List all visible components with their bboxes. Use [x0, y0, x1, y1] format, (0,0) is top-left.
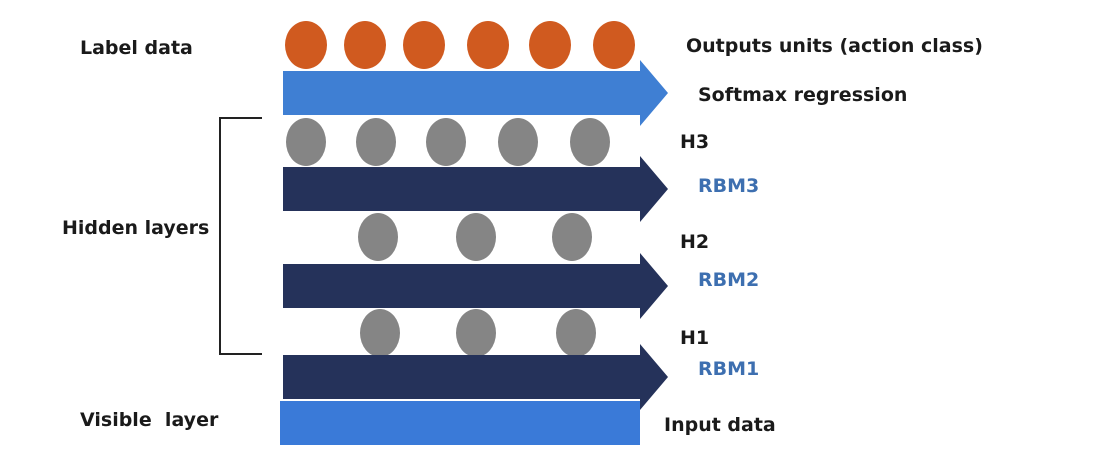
h2-label: H2 — [680, 231, 710, 253]
rbm2-arrow — [283, 253, 668, 319]
hidden-unit — [358, 213, 398, 261]
output-units — [285, 21, 635, 69]
hidden-unit — [426, 118, 466, 166]
rbm3-arrow — [283, 156, 668, 222]
hidden-layers-label: Hidden layers — [62, 217, 210, 239]
hidden-unit — [356, 118, 396, 166]
hidden-unit — [360, 309, 400, 357]
rbm3-label: RBM3 — [698, 175, 760, 197]
output-unit — [593, 21, 635, 69]
label-data-label: Label data — [80, 37, 193, 59]
output-unit — [467, 21, 509, 69]
rbm2-label: RBM2 — [698, 269, 760, 291]
output-unit — [403, 21, 445, 69]
softmax-regression-arrow — [283, 60, 668, 126]
outputs-units-label: Outputs units (action class) — [686, 35, 983, 57]
output-unit — [529, 21, 571, 69]
input-data-label: Input data — [664, 414, 776, 436]
h3-label: H3 — [680, 131, 710, 153]
rbm1-arrow — [283, 344, 668, 410]
h1-label: H1 — [680, 327, 710, 349]
hidden-unit — [498, 118, 538, 166]
hidden-unit — [570, 118, 610, 166]
rbm1-label: RBM1 — [698, 358, 760, 380]
h1-units — [360, 309, 596, 357]
hidden-layers-bracket — [219, 117, 262, 355]
visible-layer-label: Visible layer — [80, 409, 219, 431]
hidden-unit — [456, 213, 496, 261]
h2-units — [358, 213, 592, 261]
hidden-unit — [556, 309, 596, 357]
output-unit — [285, 21, 327, 69]
hidden-unit — [552, 213, 592, 261]
h3-units — [286, 118, 610, 166]
output-unit — [344, 21, 386, 69]
hidden-unit — [286, 118, 326, 166]
softmax-regression-label: Softmax regression — [698, 84, 908, 106]
input-data-bar — [280, 401, 640, 445]
hidden-unit — [456, 309, 496, 357]
